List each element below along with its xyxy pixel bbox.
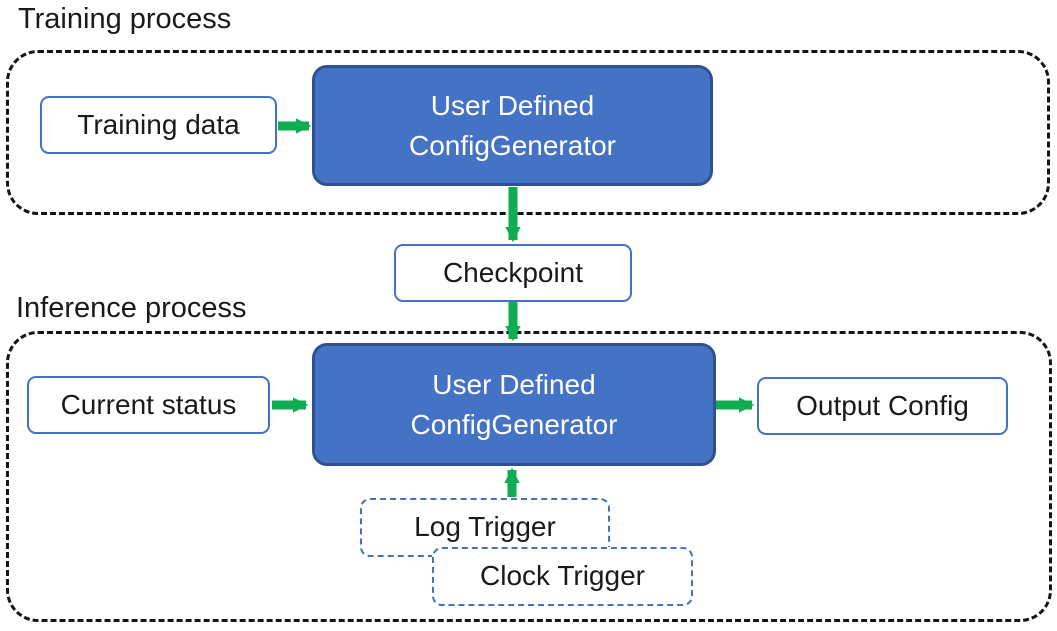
log-trigger-label: Log Trigger (414, 511, 556, 543)
config-generator-inference-line2: ConfigGenerator (410, 408, 618, 440)
checkpoint-box: Checkpoint (394, 244, 632, 302)
config-generator-box-inference: User Defined ConfigGenerator (312, 343, 716, 466)
clock-trigger-label: Clock Trigger (480, 560, 645, 592)
training-data-box: Training data (40, 96, 277, 154)
config-generator-training-line1: User Defined (430, 89, 595, 121)
inference-process-title: Inference process (16, 292, 247, 324)
config-generator-box-training: User Defined ConfigGenerator (312, 65, 713, 186)
training-data-label: Training data (77, 108, 240, 140)
clock-trigger-box: Clock Trigger (432, 547, 693, 606)
current-status-label: Current status (60, 388, 237, 420)
current-status-box: Current status (27, 376, 270, 434)
output-config-box: Output Config (757, 377, 1008, 435)
training-process-title: Training process (18, 3, 232, 35)
checkpoint-label: Checkpoint (442, 256, 584, 288)
config-generator-inference-line1: User Defined (432, 368, 596, 400)
config-generator-training-line2: ConfigGenerator (408, 129, 616, 161)
training-process-container (6, 50, 1050, 215)
output-config-label: Output Config (796, 389, 969, 421)
inference-process-container (6, 331, 1052, 622)
